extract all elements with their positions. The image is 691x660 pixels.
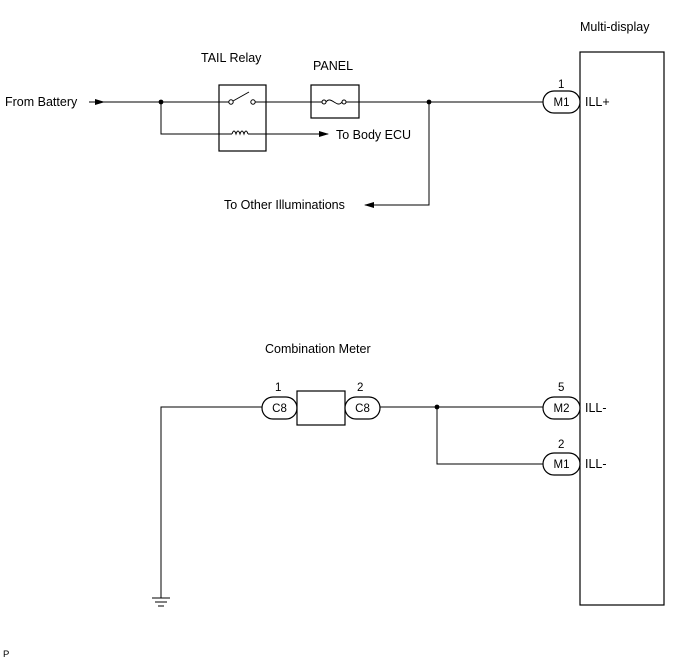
relay-coil-icon [231, 130, 249, 136]
tail-relay-label: TAIL Relay [201, 51, 262, 65]
panel-fuse-label: PANEL [313, 59, 353, 73]
m2-signal-label: ILL- [585, 401, 607, 415]
c8-left-pin-number: 1 [275, 382, 281, 394]
to-other-illuminations-arrow [364, 102, 430, 208]
to-other-illuminations-label: To Other Illuminations [224, 198, 345, 212]
m2-connector-name: M2 [554, 403, 570, 415]
m2-connector [542, 396, 581, 420]
ground-wire [160, 406, 262, 598]
combination-meter-box [296, 390, 346, 426]
m1-top-connector [542, 90, 581, 114]
m1-bottom-connector-name: M1 [554, 459, 570, 471]
relay-switch-contact-left [228, 99, 234, 105]
c8-right-connector-name: C8 [355, 403, 370, 415]
relay-switch-contact-right [250, 99, 256, 105]
m1-bottom-connector [542, 452, 581, 476]
c8-to-m1-wire [436, 407, 543, 465]
m2-pin-number: 5 [558, 382, 564, 394]
tail-relay-box [218, 84, 267, 152]
c8-left-connector-name: C8 [272, 403, 287, 415]
c8-right-connector [344, 396, 381, 420]
m1-bottom-pin-number: 2 [558, 439, 564, 451]
coil-branch-wire [160, 102, 219, 135]
to-body-ecu-label: To Body ECU [336, 128, 411, 142]
fuse-element-icon [325, 99, 343, 105]
fuse-terminal-left [321, 99, 327, 105]
page-mark: P [3, 649, 9, 660]
c8-right-pin-number: 2 [357, 382, 363, 394]
m1-top-connector-name: M1 [554, 97, 570, 109]
multi-display-label: Multi-display [580, 20, 650, 34]
from-battery-label: From Battery [5, 95, 78, 109]
m1-top-signal-label: ILL+ [585, 95, 610, 109]
fuse-terminal-right [341, 99, 347, 105]
combination-meter-label: Combination Meter [265, 342, 371, 356]
m1-top-pin-number: 1 [558, 79, 564, 91]
multi-display-box [579, 51, 665, 606]
relay-switch-blade [232, 91, 250, 102]
m1-bottom-signal-label: ILL- [585, 457, 607, 471]
